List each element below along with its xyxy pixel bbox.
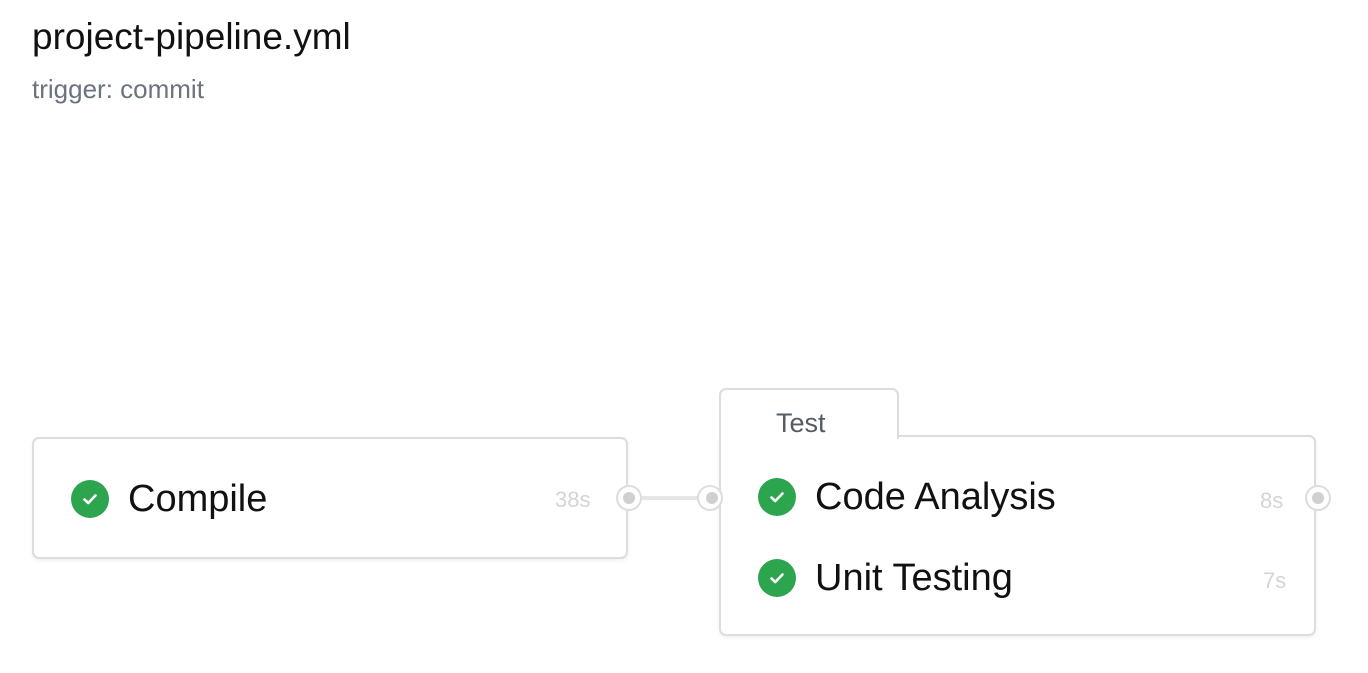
- job-duration: 8s: [1260, 488, 1284, 513]
- check-circle-icon: [71, 480, 109, 518]
- job-row-compile[interactable]: Compile: [71, 474, 267, 524]
- port-dot-icon: [623, 492, 635, 504]
- trigger-label: trigger: commit: [32, 74, 204, 104]
- port-dot-icon: [706, 492, 718, 504]
- page-title: project-pipeline.yml: [32, 16, 351, 57]
- stage-group-test: Code Analysis 8s Unit Testing 7s: [719, 435, 1316, 636]
- stage-connector-line: [640, 496, 708, 500]
- port-dot-icon: [1312, 492, 1324, 504]
- job-duration: 38s: [555, 487, 591, 512]
- pipeline-header: project-pipeline.yml trigger: commit: [32, 14, 351, 104]
- output-port: [1305, 485, 1331, 511]
- job-name: Compile: [128, 478, 268, 520]
- stage-label: Test: [776, 408, 826, 438]
- check-circle-icon: [758, 559, 796, 597]
- output-port: [616, 485, 642, 511]
- job-name: Unit Testing: [815, 557, 1013, 599]
- job-duration: 7s: [1263, 568, 1287, 593]
- stage-tab-test: Test: [719, 388, 899, 443]
- job-row-code-analysis[interactable]: Code Analysis: [758, 472, 1056, 522]
- check-circle-icon: [758, 478, 796, 516]
- job-name: Code Analysis: [815, 476, 1056, 518]
- job-row-unit-testing[interactable]: Unit Testing: [758, 553, 1013, 603]
- job-card-compile[interactable]: Compile 38s: [32, 437, 628, 559]
